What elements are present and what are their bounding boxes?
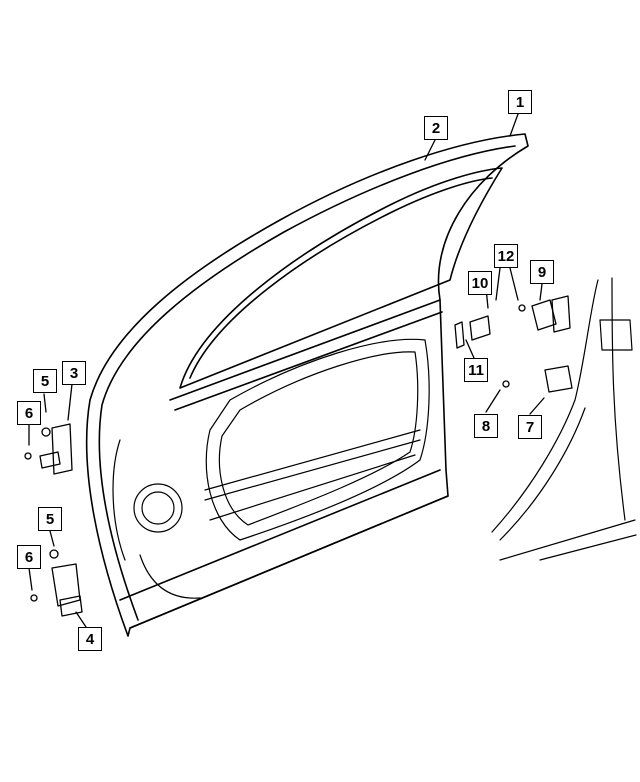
callout-4: 4: [78, 627, 102, 651]
callout-1: 1: [508, 90, 532, 114]
lower-hinge: [30, 549, 83, 617]
callout-12: 12: [494, 244, 518, 268]
callout-8: 8: [474, 414, 498, 438]
callout-6-upper: 6: [17, 401, 41, 425]
callout-3: 3: [62, 361, 86, 385]
upper-hinge: [24, 423, 73, 475]
callout-2: 2: [424, 116, 448, 140]
callout-9: 9: [530, 260, 554, 284]
door-shell: [85, 133, 529, 637]
callout-10: 10: [468, 271, 492, 295]
leader-lines: [28, 113, 545, 631]
callout-11: 11: [464, 358, 488, 382]
door-inner-panel: [112, 338, 430, 599]
callout-5-upper: 5: [33, 369, 57, 393]
callout-5-lower: 5: [38, 507, 62, 531]
callout-6-lower: 6: [17, 545, 41, 569]
body-pillar: [491, 277, 637, 561]
callout-7: 7: [518, 415, 542, 439]
latch-parts: [454, 295, 573, 393]
